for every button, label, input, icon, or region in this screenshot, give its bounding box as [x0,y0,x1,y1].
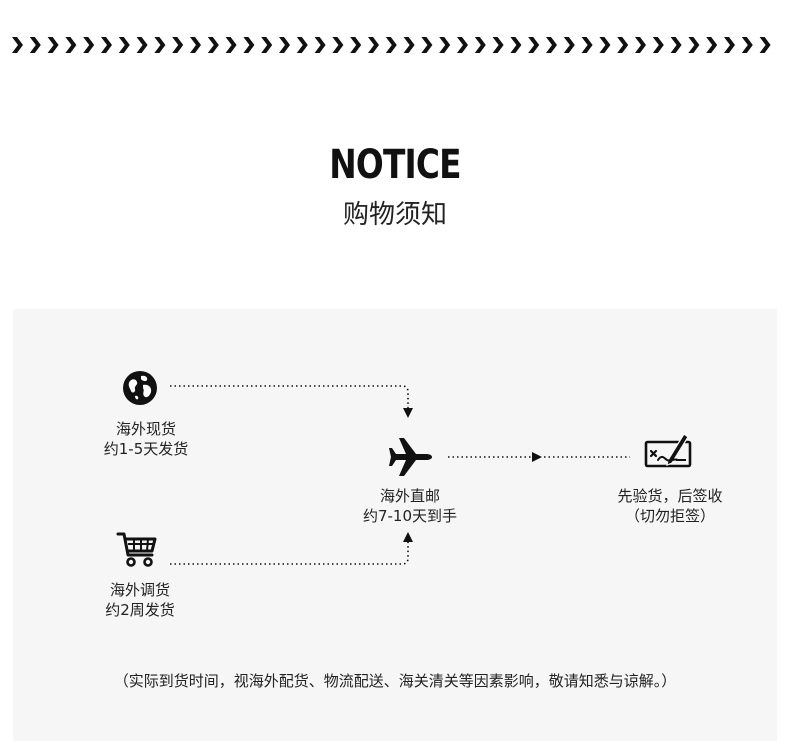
chevron-mark [546,37,557,53]
chevron-mark [724,37,735,53]
chevron-mark [457,37,468,53]
chevron-mark [528,37,540,53]
chevron-mark [688,37,700,53]
signature-icon [644,433,692,468]
chevron-mark [635,37,646,53]
chevron-mark [225,37,237,53]
chevron-mark [581,37,593,53]
chevron-mark [83,37,95,53]
chevron-mark [172,37,184,53]
chevron-mark [47,37,59,53]
overseas-transfer-label: 海外调货 约2周发货 [105,581,175,619]
chevron-mark [759,37,771,53]
inspect-sign-label: 先验货，后签收 （切勿拒签） [617,487,723,525]
page-subtitle: 购物须知 [342,200,447,230]
globe-icon [123,371,157,405]
chevron-mark [207,37,219,53]
chevron-mark [599,37,611,53]
chevron-mark [652,37,664,53]
chevron-mark [279,37,290,53]
chevron-mark [29,37,41,53]
chevron-mark [243,37,255,53]
overseas-stock-label: 海外现货 约1-5天发货 [103,420,189,458]
chevron-mark [261,37,273,53]
chevron-mark [314,37,326,53]
chevron-mark [439,37,451,53]
chevron-mark [154,37,166,53]
chevron-mark [296,37,308,53]
chevron-mark [368,37,379,53]
delivery-disclaimer: （实际到货时间，视海外配货、物流配送、海关清关等因素影响，敬请知悉与谅解。） [113,672,677,690]
chevron-mark [474,37,486,53]
chevron-mark [403,37,415,53]
connector-stock-to-direct [170,385,413,418]
chevron-mark [385,37,397,53]
chevron-mark [492,37,504,53]
chevron-mark [136,37,148,53]
chevron-mark [101,37,112,53]
chevron-mark [350,37,362,53]
direct-mail-label: 海外直邮 约7-10天到手 [362,487,458,525]
page-title: NOTICE [329,142,461,188]
connector-transfer-to-direct [170,532,413,565]
chevron-mark [421,37,433,53]
chevron-mark [190,37,201,53]
chevron-mark [65,37,77,53]
chevron-mark [617,37,629,53]
chevron-mark [741,37,753,53]
chevron-mark [670,37,682,53]
chevron-mark [12,37,23,53]
airplane-icon [389,438,432,476]
chevron-mark [332,37,344,53]
chevron-mark [118,37,130,53]
shopping-cart-icon [116,532,157,567]
chevron-divider [12,37,771,53]
chevron-mark [563,37,575,53]
chevron-mark [706,37,718,53]
chevron-mark [510,37,522,53]
